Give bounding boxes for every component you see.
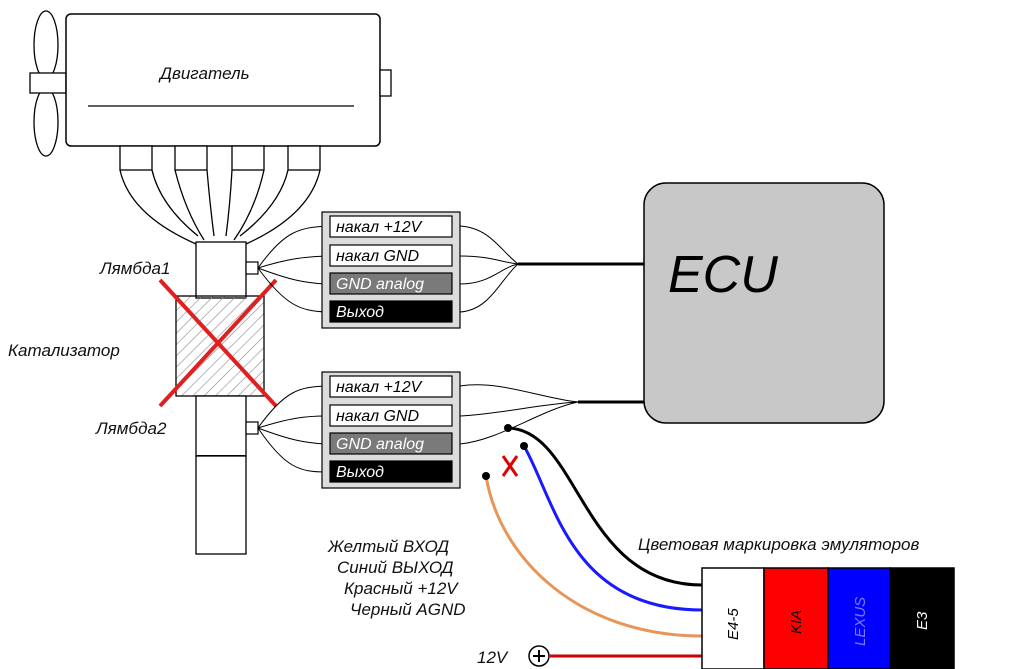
emulator-title: Цветовая маркировка эмуляторов bbox=[638, 535, 919, 554]
catalyst-cross-2 bbox=[158, 278, 278, 408]
wire-legend: Желтый ВХОД Синий ВЫХОД Красный +12V Чер… bbox=[327, 537, 466, 619]
pin-heat-gnd bbox=[329, 244, 453, 267]
fan-hub bbox=[29, 72, 67, 94]
svg-text:Желтый ВХОД: Желтый ВХОД bbox=[327, 537, 449, 556]
pin-output bbox=[329, 300, 453, 323]
wire-blue-output bbox=[522, 445, 703, 612]
pin-gnd-analog-2 bbox=[329, 432, 453, 455]
wire-black-agnd bbox=[507, 426, 703, 587]
cut-mark bbox=[501, 455, 519, 477]
svg-text:GND analog: GND analog bbox=[336, 436, 424, 453]
fan-blade-top bbox=[33, 10, 59, 80]
engine: Двигатель bbox=[29, 10, 392, 157]
svg-text:LEXUS: LEXUS bbox=[852, 597, 869, 646]
sensor2-wires bbox=[257, 385, 327, 473]
pin-heat-gnd-2 bbox=[329, 404, 453, 427]
ecu-box bbox=[643, 182, 885, 424]
svg-text:Черный AGND: Черный AGND bbox=[350, 600, 466, 619]
connector-1: накал +12V накал GND GND analog Выход bbox=[321, 211, 461, 329]
emulator-e3 bbox=[889, 567, 955, 669]
engine-label: Двигатель bbox=[158, 64, 250, 83]
svg-text:накал +12V: накал +12V bbox=[336, 219, 423, 236]
svg-text:Выход: Выход bbox=[336, 464, 384, 481]
ecu-unit: ECU bbox=[643, 182, 885, 424]
exhaust-manifold bbox=[119, 145, 321, 245]
wire-orange-input bbox=[484, 475, 703, 638]
emulator-lexus bbox=[827, 567, 891, 669]
svg-text:Выход: Выход bbox=[336, 304, 384, 321]
pin-heat-12v-2 bbox=[329, 375, 453, 398]
lambda2-label: Лямбда2 bbox=[95, 419, 167, 438]
pin-gnd-analog bbox=[329, 272, 453, 295]
sensor1-wires bbox=[257, 225, 327, 313]
svg-text:E3: E3 bbox=[914, 611, 931, 630]
svg-text:накал GND: накал GND bbox=[336, 408, 419, 425]
engine-pulley bbox=[379, 69, 392, 97]
pin-output-2 bbox=[329, 460, 453, 483]
emulator-kia bbox=[763, 567, 829, 669]
svg-text:Красный +12V: Красный +12V bbox=[344, 579, 459, 598]
svg-text:KIA: KIA bbox=[788, 610, 805, 634]
power-supply: 12V bbox=[477, 645, 550, 667]
connector-2: накал +12V накал GND GND analog Выход bbox=[321, 371, 461, 489]
emulator-color-code: Цветовая маркировка эмуляторов E4-5 KIA … bbox=[638, 535, 955, 669]
harness-2 bbox=[459, 384, 644, 445]
catalyst-label: Катализатор bbox=[8, 341, 120, 360]
ecu-label: ECU bbox=[668, 246, 778, 304]
svg-text:GND analog: GND analog bbox=[336, 276, 424, 293]
exhaust-pipe: Лямбда1 Лямбда2 Катализатор bbox=[8, 241, 278, 555]
power-label: 12V bbox=[477, 648, 509, 667]
wire-terminals bbox=[482, 424, 528, 480]
lambda2-sensor bbox=[245, 421, 259, 435]
fan-blade-bottom bbox=[33, 87, 59, 157]
svg-text:Синий ВЫХОД: Синий ВЫХОД bbox=[337, 558, 454, 577]
svg-text:накал GND: накал GND bbox=[336, 248, 419, 265]
svg-text:накал +12V: накал +12V bbox=[336, 379, 423, 396]
pin-heat-12v bbox=[329, 215, 453, 238]
harness-1 bbox=[459, 225, 644, 313]
emulator-wires bbox=[484, 426, 703, 658]
svg-text:E4-5: E4-5 bbox=[725, 608, 742, 640]
lambda1-sensor bbox=[245, 261, 259, 275]
lambda1-label: Лямбда1 bbox=[99, 259, 170, 278]
